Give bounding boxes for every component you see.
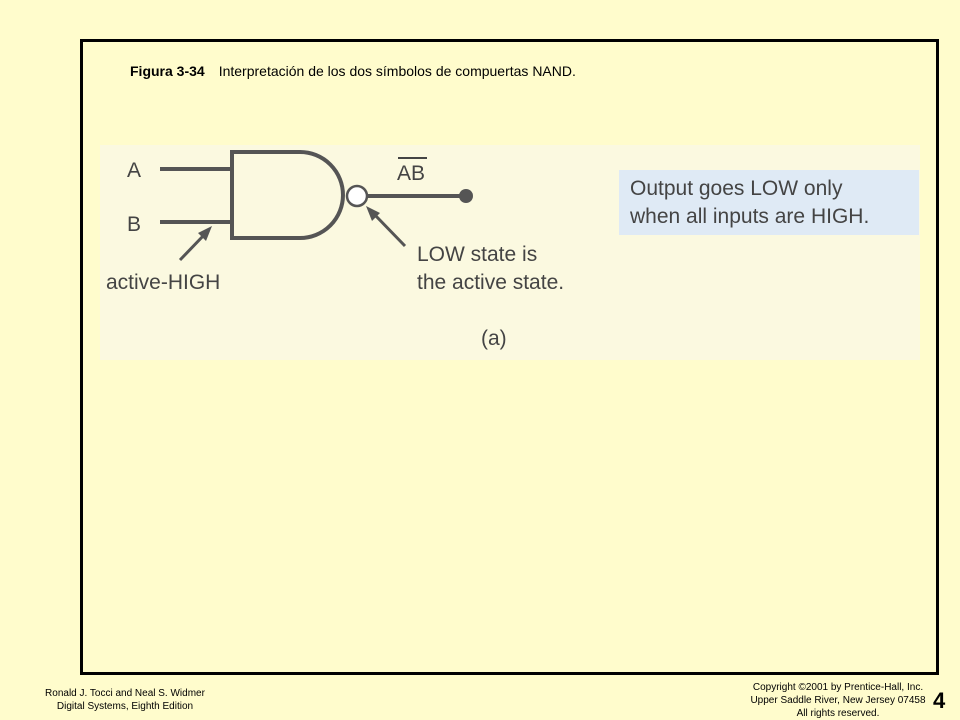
footer-book-line: Digital Systems, Eighth Edition [56,701,194,712]
footer-copyright: Copyright ©2001 by Prentice-Hall, Inc. U… [738,681,938,720]
footer-copyright-line3: All rights reserved. [796,708,880,719]
footer-authors-line: Ronald J. Tocci and Neal S. Widmer [45,688,205,699]
figure-number: Figura 3-34 [130,63,205,79]
input-arrow-line [178,232,207,262]
note-box: Output goes LOW only when all inputs are… [619,170,919,235]
diagram-sublabel: (a) [481,327,507,350]
output-label: AB [397,162,426,185]
figure-caption: Figura 3-34 Interpretación de los dos sím… [130,63,576,79]
footer-copyright-line1: Copyright ©2001 by Prentice-Hall, Inc. [752,682,924,693]
note-text: Output goes LOW only when all inputs are… [630,177,870,228]
input-a-label: A [127,159,142,182]
bubble-arrow-head [366,206,380,221]
nand-gate-body [230,150,345,240]
inversion-bubble [345,184,369,208]
input-annotation: active-HIGH [106,271,221,294]
input-b-label: B [127,213,142,236]
bubble-arrow-line [372,212,407,248]
input-arrow-head [198,226,212,241]
output-annotation-line2: the active state. [417,271,565,294]
footer-copyright-line2: Upper Saddle River, New Jersey 07458 [750,695,926,706]
figure-title: Interpretación de los dos símbolos de co… [218,63,576,79]
output-annotation-line1: LOW state is [417,243,538,266]
output-terminal [459,189,473,203]
page-number: 4 [933,688,946,713]
footer-authors: Ronald J. Tocci and Neal S. Widmer Digit… [34,687,216,713]
